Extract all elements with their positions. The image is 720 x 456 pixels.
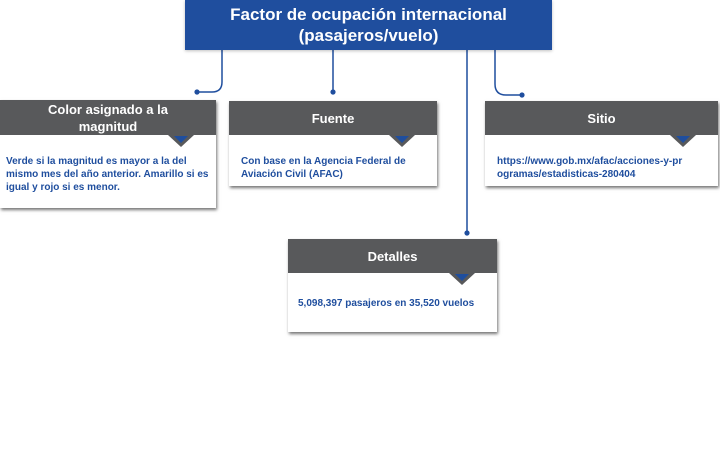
card-sitio-body: https://www.gob.mx/afac/acciones-y-progr… [497, 156, 683, 180]
card-fuente: Fuente Con base en la Agencia Federal de… [229, 101, 437, 186]
card-sitio: Sitio https://www.gob.mx/afac/acciones-y… [485, 101, 718, 186]
connector-color [197, 50, 223, 93]
card-detalles-body: 5,098,397 pasajeros en 35,520 vuelos [298, 298, 475, 309]
card-fuente-header-label: Fuente [311, 110, 355, 126]
card-detalles-header-label: Detalles [367, 248, 418, 264]
chevron-down-inner-icon [676, 136, 690, 143]
card-color-header-line-1: Color asignado a la [48, 101, 168, 117]
connector-dot-sitio [519, 92, 525, 98]
chevron-down-inner-icon [395, 136, 409, 143]
title-line-2: (pasajeros/vuelo) [298, 26, 439, 45]
chevron-down-inner-icon [455, 274, 469, 281]
chevron-down-inner-icon [174, 136, 188, 143]
connector-dot-fuente [330, 89, 336, 95]
card-sitio-header-label: Sitio [587, 110, 616, 126]
card-color: Color asignado a la magnitud Verde si la… [0, 100, 216, 208]
card-fuente-header: Fuente [229, 101, 437, 147]
card-color-header-line-2: magnitud [78, 118, 138, 134]
card-detalles: Detalles 5,098,397 pasajeros en 35,520 v… [288, 239, 497, 332]
connector-dot-detalles [464, 230, 470, 236]
card-color-body: Verde si la magnitud es mayor a la del m… [6, 156, 209, 193]
card-detalles-header: Detalles [288, 239, 497, 285]
card-fuente-body: Con base en la Agencia Federal de Aviaci… [241, 156, 406, 180]
card-color-header: Color asignado a la magnitud [0, 100, 216, 147]
connector-dot-color [194, 89, 200, 95]
title-line-1: Factor de ocupación internacional [230, 5, 507, 24]
card-sitio-header: Sitio [485, 101, 718, 147]
title-box: Factor de ocupación internacional (pasaj… [185, 0, 552, 50]
connector-sitio [494, 50, 522, 96]
